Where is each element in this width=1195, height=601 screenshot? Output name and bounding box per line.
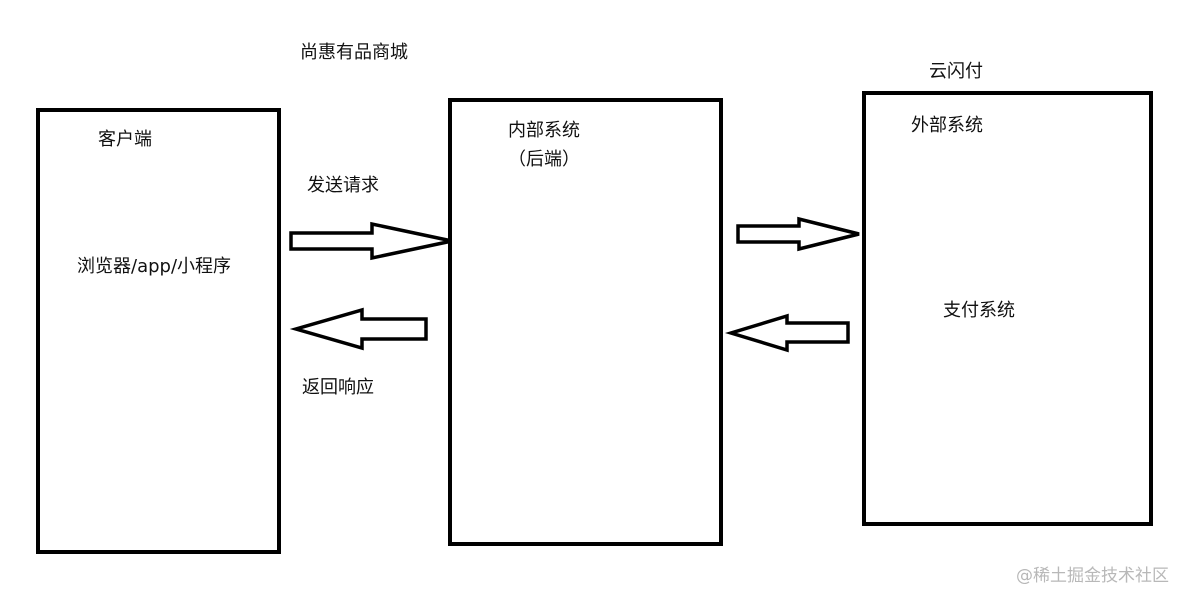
response-arrow [289,307,428,351]
request-arrow-shape [289,221,453,261]
inbound-arrow [724,313,850,353]
client-subtitle: 浏览器/app/小程序 [77,256,232,277]
inbound-arrow-shape [724,313,850,353]
outbound-arrow [736,216,860,252]
external-group-label: 云闪付 [929,61,983,82]
backend-subtitle: （后端） [508,149,580,170]
external-box: 外部系统 支付系统 [862,91,1153,526]
external-title: 外部系统 [911,115,983,136]
backend-title: 内部系统 [508,120,580,141]
client-box: 客户端 浏览器/app/小程序 [36,108,281,554]
watermark: @稀土掘金技术社区 [1016,566,1169,586]
client-title: 客户端 [98,129,152,150]
outbound-arrow-shape [736,216,860,252]
top-label: 尚惠有品商城 [300,42,408,63]
request-arrow [289,221,453,261]
response-arrow-shape [289,307,428,351]
external-subtitle: 支付系统 [943,300,1015,321]
backend-box: 内部系统 （后端） [448,98,723,546]
response-label: 返回响应 [302,377,374,398]
request-label: 发送请求 [307,175,379,196]
